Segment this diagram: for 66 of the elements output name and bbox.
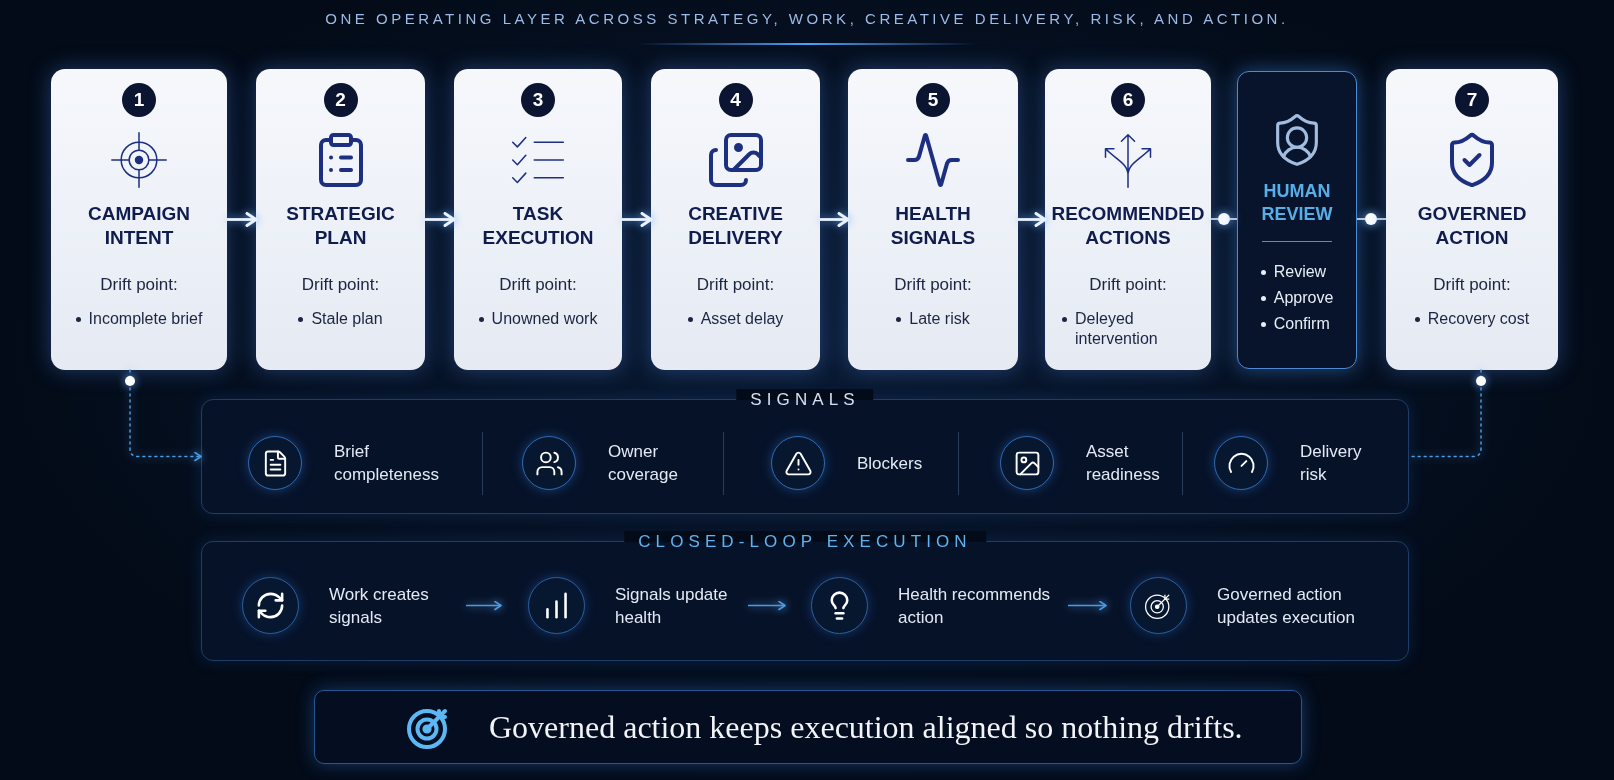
arrow	[1067, 600, 1107, 611]
drift-point-item: Asset delay	[687, 309, 784, 329]
step-title: CREATIVE DELIVERY	[687, 202, 784, 250]
drift-label: Drift point:	[894, 274, 972, 296]
connector-line	[1229, 218, 1238, 220]
loop-step-label: Signals update health	[615, 583, 729, 629]
step-number-badge: 1	[122, 83, 156, 117]
step-title: RECOMMENDED ACTIONS	[1050, 202, 1206, 250]
drift-point-item: Stale plan	[298, 309, 383, 329]
step-number-badge: 3	[521, 83, 555, 117]
loop-step-label: Health recommends action	[898, 583, 1052, 629]
drift-point-item: Late risk	[896, 309, 970, 329]
step-number-badge: 5	[916, 83, 950, 117]
step-card	[51, 69, 227, 370]
step-title: TASK EXECUTION	[481, 202, 595, 250]
signal-label: Blockers	[857, 452, 924, 475]
step-title: HEALTH SIGNALS	[889, 202, 977, 250]
step-card	[454, 69, 622, 370]
drift-point-item: Deleyed intervention	[1062, 309, 1194, 349]
step-card	[256, 69, 425, 370]
step-number-badge: 7	[1455, 83, 1489, 117]
arrow	[622, 212, 653, 227]
step-number-badge: 6	[1111, 83, 1145, 117]
arrow	[465, 600, 502, 611]
review-step-item: Confirm	[1260, 311, 1334, 337]
step-card	[651, 69, 820, 370]
arrow	[820, 212, 850, 227]
step-title: STRATEGIC PLAN	[285, 202, 396, 250]
signal-label: Owner coverage	[608, 441, 679, 486]
arrow	[747, 600, 786, 611]
review-step-item: Approve	[1260, 285, 1334, 311]
arrow	[227, 212, 258, 227]
loop-step-label: Work creates signals	[329, 583, 430, 629]
drift-point-item: Unowned work	[478, 309, 598, 329]
step-card	[1045, 69, 1211, 370]
drift-label: Drift point:	[301, 274, 380, 296]
signal-label: Brief completeness	[334, 441, 440, 486]
step-card	[848, 69, 1018, 370]
step-title: CAMPAIGN INTENT	[86, 202, 191, 250]
loop-step-label: Governed action updates execution	[1217, 583, 1356, 629]
signal-label: Asset readiness	[1086, 441, 1161, 486]
review-card	[1237, 71, 1357, 369]
drift-label: Drift point:	[100, 274, 178, 296]
step-title: GOVERNED ACTION	[1416, 202, 1528, 250]
dotted-connector	[1408, 369, 1486, 458]
drift-label: Drift point:	[499, 274, 577, 296]
dotted-arrow	[125, 369, 202, 462]
step-card	[1386, 69, 1558, 370]
arrow	[1018, 212, 1047, 227]
connector-line	[1356, 218, 1366, 220]
step-number-badge: 4	[718, 83, 753, 117]
step-number-badge: 2	[323, 83, 358, 117]
tagline-banner	[314, 690, 1302, 764]
drift-label: Drift point:	[696, 274, 775, 296]
arrow	[425, 212, 456, 227]
drift-label: Drift point:	[1433, 274, 1511, 296]
connector-line	[1376, 218, 1387, 220]
drift-label: Drift point:	[1089, 274, 1167, 296]
review-step-item: Review	[1260, 259, 1334, 285]
review-title: HUMAN REVIEW	[1260, 180, 1334, 226]
tagline: Governed action keeps execution aligned so nothing drifts.	[489, 708, 1243, 746]
connector-line	[1210, 218, 1219, 220]
signal-label: Delivery risk	[1300, 441, 1363, 486]
drift-point-item: Recovery cost	[1414, 309, 1530, 329]
drift-point-item: Incomplete brief	[75, 309, 203, 329]
page-title: ONE OPERATING LAYER ACROSS STRATEGY, WORK, CREATIVE DELIVERY, RISK, AND ACTION.	[325, 9, 1289, 29]
